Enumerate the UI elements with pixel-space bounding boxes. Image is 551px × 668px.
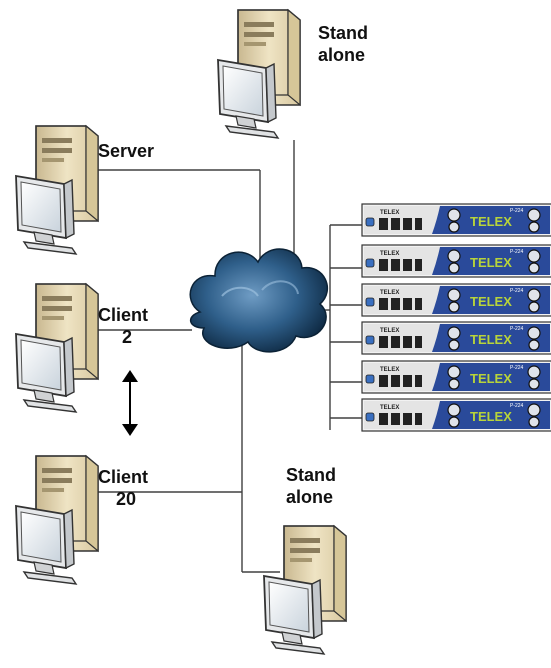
computer-icon-client-2 (15, 283, 99, 413)
label-standalone-top: Stand alone (318, 23, 369, 65)
computer-icon-client-20 (15, 455, 99, 585)
rack-unit (361, 360, 551, 394)
rack-unit (361, 203, 551, 237)
label-standalone-bottom: Stand alone (286, 465, 337, 507)
network-cloud-icon (189, 248, 329, 353)
label-client-20: Client 20 (98, 467, 149, 509)
computer-icon-standalone-bottom (263, 525, 347, 655)
telex-rack (361, 203, 551, 432)
rack-unit (361, 283, 551, 317)
computer-icon-server (15, 125, 99, 255)
label-server: Server (98, 141, 155, 161)
rack-unit (361, 244, 551, 278)
double-arrow-icon (122, 370, 138, 436)
label-client-2: Client 2 (98, 305, 149, 347)
computer-icon-standalone-top (217, 9, 301, 139)
rack-unit (361, 398, 551, 432)
rack-unit (361, 321, 551, 355)
